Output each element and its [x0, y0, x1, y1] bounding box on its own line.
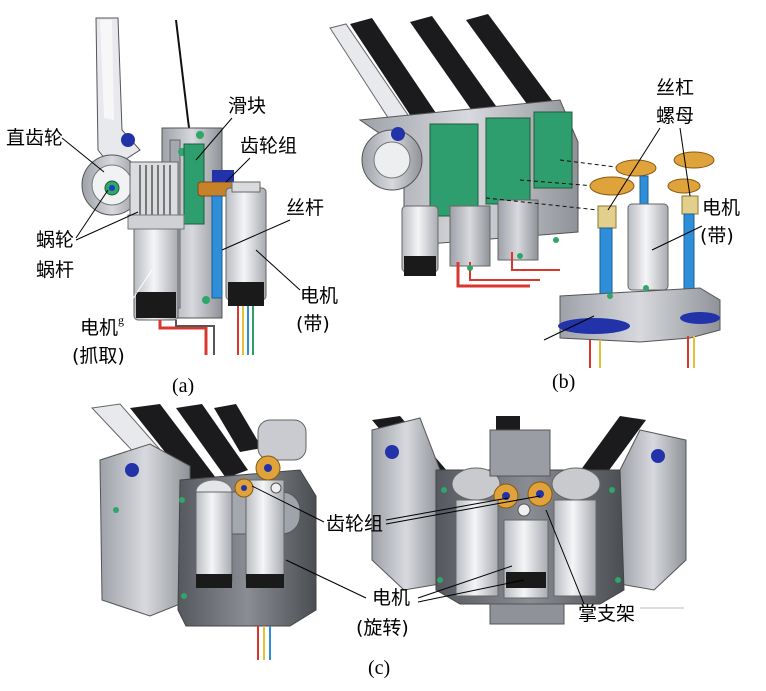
label-motor-belt-b-2: (带) — [700, 225, 734, 247]
panel-c-left-drawing — [90, 403, 317, 660]
label-motor-belt-b: 电机 — [702, 197, 740, 219]
label-motor-grab: 电机 — [80, 317, 118, 339]
leader-gear-set-a — [225, 157, 251, 183]
leader-slider — [195, 117, 233, 161]
leader-lead-screw-a — [221, 219, 291, 251]
label-motor-grab-sup: g — [118, 313, 124, 327]
label-gear-set-c: 齿轮组 — [326, 513, 383, 535]
leader-spur-gear — [61, 137, 105, 173]
label-palm-bracket: 掌支架 — [578, 603, 635, 625]
label-lead-screw-nut: 丝杠 — [656, 77, 694, 99]
leader-motor-grab — [119, 269, 153, 319]
label-motor-grab-2: (抓取) — [72, 345, 125, 367]
label-spur-gear: 直齿轮 — [6, 127, 63, 149]
label-worm: 蜗杆 — [36, 259, 74, 281]
caption-b: (b) — [552, 371, 575, 393]
leader-motor-rotate-1 — [285, 559, 367, 599]
leader-gear-set-c-2 — [385, 497, 509, 521]
caption-c: (c) — [368, 657, 390, 679]
label-worm-wheel: 蜗轮 — [36, 229, 74, 251]
label-motor-rotate: 电机 — [372, 587, 410, 609]
leader-motor-rotate-3 — [417, 579, 525, 603]
label-lead-screw-nut-2: 螺母 — [656, 105, 694, 127]
leader-motor-belt-b — [651, 225, 703, 251]
panel-a-drawing — [81, 17, 267, 355]
label-gear-set-a: 齿轮组 — [240, 135, 297, 157]
leader-worm — [75, 189, 109, 239]
label-lead-screw-a: 丝杆 — [286, 197, 324, 219]
label-motor-belt-a-2: (带) — [296, 313, 330, 335]
panel-b-drawing — [329, 14, 721, 368]
leader-gear-set-c-1 — [251, 485, 325, 523]
label-motor-rotate-2: (旋转) — [356, 617, 409, 639]
leader-nut-2 — [679, 127, 691, 197]
label-slider: 滑块 — [228, 95, 266, 117]
leader-base-b — [543, 315, 595, 341]
leader-motor-belt-a — [255, 249, 301, 291]
caption-a: (a) — [172, 375, 194, 397]
leader-palm-bracket — [545, 509, 585, 605]
panel-c-right-drawing — [371, 416, 687, 625]
leader-motor-rotate-2 — [417, 565, 513, 599]
leader-nut-1 — [607, 127, 661, 211]
label-motor-belt-a: 电机 — [300, 285, 338, 307]
leader-worm-2 — [75, 211, 139, 241]
leader-gear-set-c-3 — [385, 495, 541, 525]
